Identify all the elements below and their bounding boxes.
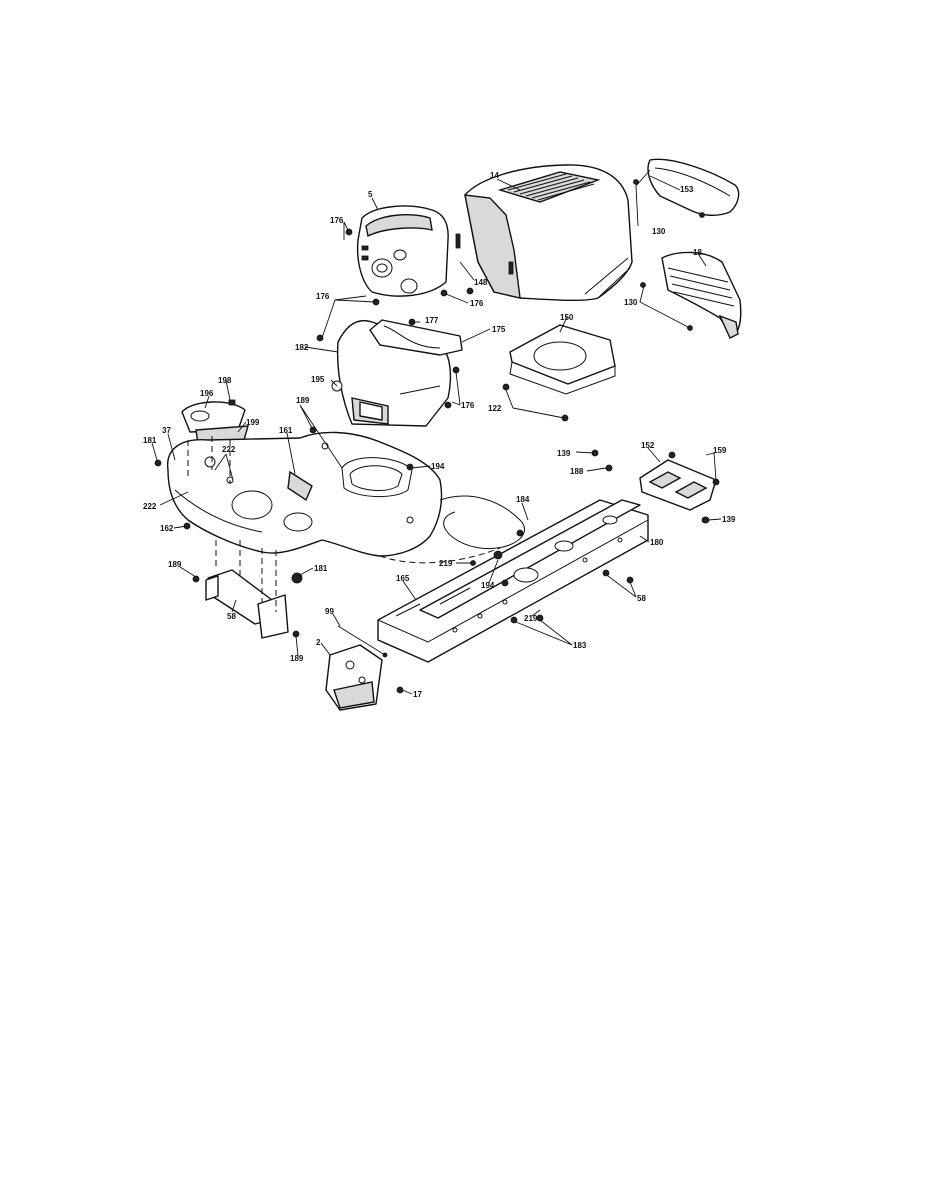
- callout-194: 194: [431, 462, 445, 471]
- callout-2: 2: [316, 638, 321, 647]
- callout-180: 180: [650, 538, 664, 547]
- callout-199: 199: [246, 418, 260, 427]
- callout-195: 195: [311, 375, 325, 384]
- callout-222: 222: [222, 445, 236, 454]
- callout-176: 176: [316, 292, 330, 301]
- leader-lines: [151, 169, 722, 695]
- callout-17: 17: [413, 690, 422, 699]
- callout-198: 198: [218, 376, 232, 385]
- callout-196: 196: [200, 389, 214, 398]
- battery-tray-part-150: [502, 324, 616, 422]
- callout-219: 219: [439, 559, 453, 568]
- callout-219: 219: [524, 614, 538, 623]
- callout-5: 5: [368, 190, 373, 199]
- callout-188: 188: [570, 467, 584, 476]
- assembly-guides: [187, 436, 277, 612]
- callout-37: 37: [162, 426, 171, 435]
- callout-177: 177: [425, 316, 439, 325]
- callout-189: 189: [290, 654, 304, 663]
- callout-58: 58: [637, 594, 646, 603]
- wire-harness-part-175: [369, 318, 463, 356]
- rear-cover-part-153: [633, 158, 740, 218]
- callout-181: 181: [314, 564, 328, 573]
- callout-176: 176: [461, 401, 475, 410]
- callout-130: 130: [624, 298, 638, 307]
- rear-bracket-part-152: [639, 451, 720, 524]
- callout-181: 181: [143, 436, 157, 445]
- callout-152: 152: [641, 441, 655, 450]
- dash-panel-part-5: [356, 205, 449, 297]
- callout-139: 139: [722, 515, 736, 524]
- callout-153: 153: [680, 185, 694, 194]
- callout-189: 189: [168, 560, 182, 569]
- callout-58: 58: [227, 612, 236, 621]
- callout-122: 122: [488, 404, 502, 413]
- support-bracket-part-58: [192, 569, 300, 639]
- callout-labels: 5 14 153 130 176 148 176 18 130 176 177 …: [143, 171, 736, 699]
- grille-part-18: [640, 251, 742, 339]
- callout-183: 183: [573, 641, 587, 650]
- wire-routing: [379, 495, 525, 564]
- callout-130: 130: [652, 227, 666, 236]
- callout-148: 148: [474, 278, 488, 287]
- front-bracket-part-2: [325, 644, 383, 711]
- callout-18: 18: [693, 248, 702, 257]
- callout-194: 194: [481, 581, 495, 590]
- callout-99: 99: [325, 607, 334, 616]
- fender-deck: [167, 431, 443, 557]
- callout-176: 176: [330, 216, 344, 225]
- callout-182: 182: [295, 343, 309, 352]
- callout-189: 189: [296, 396, 310, 405]
- callout-161: 161: [279, 426, 293, 435]
- callout-175: 175: [492, 325, 506, 334]
- callout-162: 162: [160, 524, 174, 533]
- frame-part-180: [377, 499, 649, 663]
- callout-184: 184: [516, 495, 530, 504]
- cup-holder-part-196: [181, 399, 249, 445]
- callout-222: 222: [143, 502, 157, 511]
- hood-part-14: [455, 164, 633, 302]
- hood-vent-grille: [497, 171, 601, 203]
- callout-139: 139: [557, 449, 571, 458]
- callout-165: 165: [396, 574, 410, 583]
- callout-14: 14: [490, 171, 499, 180]
- callout-176: 176: [470, 299, 484, 308]
- callout-159: 159: [713, 446, 727, 455]
- callout-150: 150: [560, 313, 574, 322]
